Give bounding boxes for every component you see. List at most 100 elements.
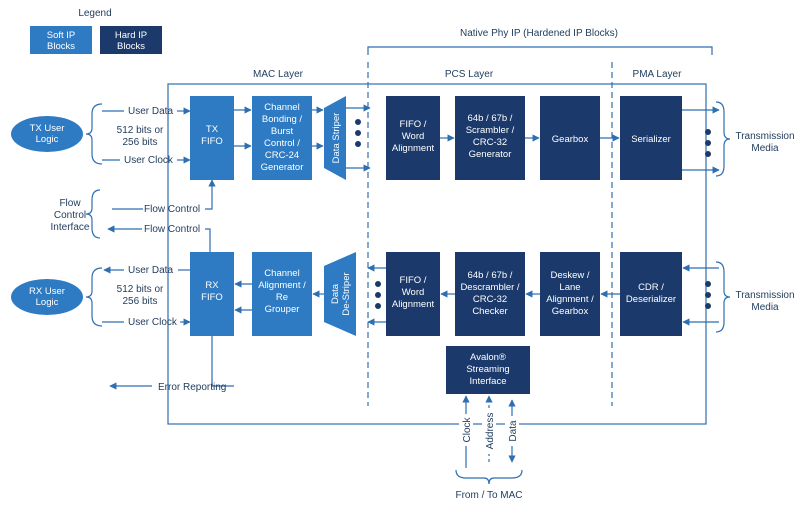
ca-line4: Grouper — [265, 304, 300, 315]
rx-user-line1: RX User — [29, 286, 65, 297]
fwt-line3: Alignment — [392, 143, 435, 154]
tx-fifo-line2: FIFO — [201, 136, 223, 147]
tx-brace — [85, 103, 103, 165]
gearbox-label: Gearbox — [552, 134, 589, 145]
mac-layer-label: MAC Layer — [253, 69, 304, 80]
rx-user-logic — [11, 279, 83, 315]
cdr-block — [620, 252, 682, 336]
fwr-line2: Word — [402, 287, 425, 298]
fwt-line2: Word — [402, 131, 425, 142]
scrambler-block — [455, 96, 525, 180]
rx-fifo-block — [190, 252, 234, 336]
legend-hard-swatch — [100, 26, 162, 54]
clock-label: Clock — [462, 417, 473, 443]
cb-line3: Burst — [271, 126, 294, 137]
rx-brace — [85, 267, 103, 327]
avalon-line2: Streaming — [466, 364, 509, 375]
gearbox-block — [540, 96, 600, 180]
legend-hard-line2: Blocks — [117, 41, 145, 52]
tx-media-brace — [715, 101, 731, 177]
channel-bonding-block — [252, 96, 312, 180]
cdr-line1: CDR / — [638, 282, 664, 293]
flow-ctrl-tx-label: Flow Control — [144, 204, 200, 215]
legend-soft-line2: Blocks — [47, 41, 75, 52]
ca-line1: Channel — [264, 268, 299, 279]
cb-line6: Generator — [261, 162, 304, 173]
fwr-line1: FIFO / — [400, 275, 427, 286]
tx-user-data-label: User Data — [128, 106, 173, 117]
tx-dot-3 — [355, 141, 361, 147]
ca-line2: Alignment / — [258, 280, 306, 291]
tx-fifo-line1: TX — [206, 124, 219, 135]
rx-media-brace — [715, 261, 731, 333]
rx-media-dot-1 — [705, 281, 711, 287]
rx-bits-line2: 256 bits — [122, 296, 157, 307]
deskew-line1: Deskew / — [550, 270, 589, 281]
tx-user-logic — [11, 116, 83, 152]
serializer-label: Serializer — [631, 134, 671, 145]
rx-media-line1: Transmission — [735, 290, 794, 301]
scr-line3: CRC-32 — [473, 137, 507, 148]
data-label: Data — [508, 420, 519, 442]
main-container — [167, 83, 707, 425]
avalon-line3: Interface — [470, 376, 507, 387]
scr-line4: Generator — [469, 149, 512, 160]
native-phy-bracket — [367, 46, 713, 55]
cb-line2: Bonding / — [262, 114, 303, 125]
channel-alignment-block — [252, 252, 312, 336]
destriper-line1: Data — [330, 283, 341, 304]
flow-ctrl-line1: Flow — [59, 198, 81, 209]
dscr-line3: CRC-32 — [473, 294, 507, 305]
fifo-word-tx-block — [386, 96, 440, 180]
tx-dot-1 — [355, 119, 361, 125]
avalon-block — [446, 346, 530, 394]
tx-media-line1: Transmission — [735, 131, 794, 142]
legend-soft-line1: Soft IP — [47, 30, 76, 41]
deskew-line3: Alignment / — [546, 294, 594, 305]
deskew-line2: Lane — [559, 282, 580, 293]
dscr-line4: Checker — [472, 306, 507, 317]
cb-line5: CRC-24 — [265, 150, 299, 161]
tx-fifo-block — [190, 96, 234, 180]
deskew-block — [540, 252, 600, 336]
legend-title: Legend — [78, 8, 111, 19]
legend-soft-swatch — [30, 26, 92, 54]
flow-ctrl-line3: Interface — [51, 222, 90, 233]
fwt-line1: FIFO / — [400, 119, 427, 130]
address-label: Address — [485, 413, 496, 450]
descrambler-block — [455, 252, 525, 336]
cb-line4: Control / — [264, 138, 300, 149]
rx-fifo-line2: FIFO — [201, 292, 223, 303]
flow-ctrl-rx-label: Flow Control — [144, 224, 200, 235]
pcs-layer-label: PCS Layer — [445, 69, 494, 80]
data-destriper-block — [324, 252, 356, 336]
tx-media-line2: Media — [751, 143, 779, 154]
rx-user-data-label: User Data — [128, 265, 173, 276]
rx-media-dot-2 — [705, 292, 711, 298]
deskew-line4: Gearbox — [552, 306, 589, 317]
rx-media-dot-3 — [705, 303, 711, 309]
rx-media-line2: Media — [751, 302, 779, 313]
dscr-line2: Descrambler / — [460, 282, 519, 293]
tx-media-dot-3 — [705, 151, 711, 157]
from-to-mac-label: From / To MAC — [455, 490, 522, 501]
tx-user-clock-label: User Clock — [124, 155, 174, 166]
scr-line2: Scrambler / — [466, 125, 515, 136]
rx-bits-line1: 512 bits or — [117, 284, 164, 295]
rx-user-clock-label: User Clock — [128, 317, 178, 328]
error-wire — [211, 336, 234, 387]
tx-dot-2 — [355, 130, 361, 136]
clock-label-bg — [459, 414, 473, 446]
rx-dot-2 — [375, 292, 381, 298]
data-striper-block — [324, 96, 346, 180]
data-striper-label: Data Striper — [331, 113, 342, 164]
flow-ctrl-rx-wire — [205, 228, 211, 252]
native-phy-label: Native Phy IP (Hardened IP Blocks) — [460, 28, 618, 39]
fwr-line3: Alignment — [392, 299, 435, 310]
tx-media-dot-2 — [705, 140, 711, 146]
ca-line3: Re — [276, 292, 288, 303]
destriper-line2: De-Striper — [341, 272, 352, 315]
from-to-mac-brace — [455, 469, 523, 485]
error-reporting-label: Error Reporting — [158, 382, 226, 393]
